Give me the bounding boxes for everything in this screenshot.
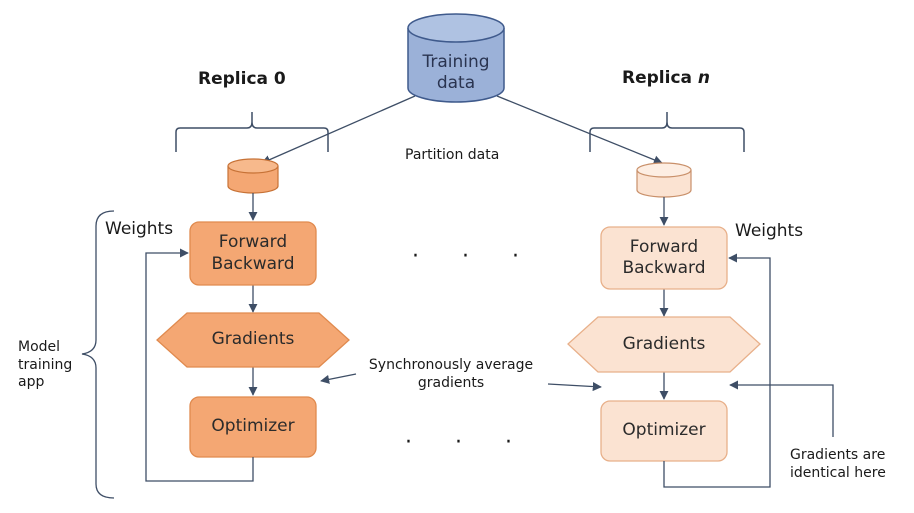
replican-gradients-hexagon (567, 316, 761, 373)
model-training-app-label: Model training app (18, 339, 73, 390)
replica0-shard-cylinder (227, 158, 279, 194)
replica0-gradients-hexagon (156, 312, 350, 368)
partition-arrow-replica0 (261, 95, 416, 164)
sync-arrow-left (320, 373, 357, 384)
partition-arrow-replican (496, 95, 663, 165)
replican-weights-label: Weights (735, 221, 804, 241)
training-data-cylinder (407, 13, 505, 103)
replican-gradients-label: Gradients (622, 333, 706, 354)
replican-shard-cylinder (636, 162, 692, 198)
replican-forward-backward-label: Forward Backward (622, 236, 706, 278)
replican-optimizer-label: Optimizer (622, 420, 706, 441)
replican-weights-feedback-arrow (663, 253, 771, 488)
replican-brace (589, 112, 745, 152)
replica0-weights-feedback-arrow (145, 248, 254, 482)
model-app-brace (81, 210, 115, 499)
replica0-optimizer-label: Optimizer (211, 416, 295, 437)
replican-title-prefix: Replica (622, 68, 698, 88)
replican-forward-backward-box (600, 226, 728, 290)
replica0-forward-backward-box (189, 221, 317, 286)
sync-average-label: Synchronously average gradients (368, 357, 534, 392)
identical-pointer-arrow (729, 380, 834, 437)
replican-title: Replica n (622, 68, 710, 88)
replica0-weights-label: Weights (105, 219, 174, 239)
training-data-label: Training data (422, 51, 490, 93)
replica0-brace (175, 112, 329, 152)
partition-data-label: Partition data (405, 147, 500, 163)
replican-title-var: n (697, 68, 711, 88)
ellipsis-bottom: · · · (405, 430, 530, 455)
ellipsis-top: · · · (412, 244, 537, 269)
sync-arrow-right (547, 381, 602, 392)
gradients-identical-label: Gradients are identical here (790, 447, 886, 482)
replica0-gradients-label: Gradients (211, 329, 295, 350)
replica0-title: Replica 0 (198, 69, 286, 89)
replica0-forward-backward-label: Forward Backward (211, 232, 295, 274)
